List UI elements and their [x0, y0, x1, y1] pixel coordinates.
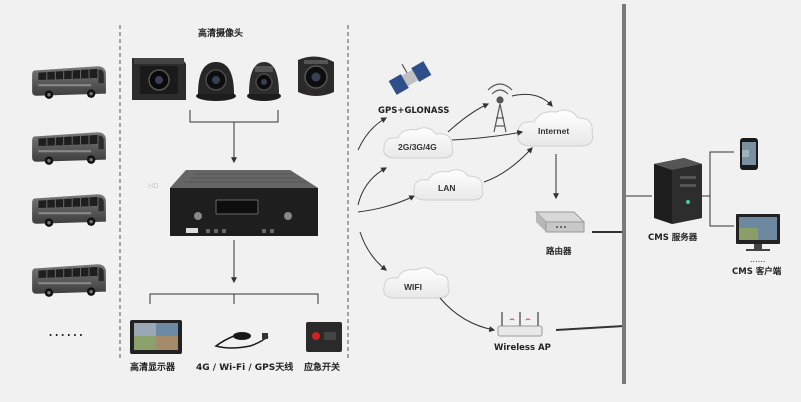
lan-cloud: LAN	[413, 169, 484, 201]
hd-display-icon	[130, 320, 182, 354]
cms-server-label: CMS 服务器	[648, 232, 698, 243]
cms-server-icon	[654, 158, 702, 224]
camera-bracket	[189, 110, 279, 164]
desktop-client-icon	[736, 214, 780, 251]
lan-label: LAN	[438, 183, 455, 193]
router-label: 路由器	[546, 246, 572, 257]
client-branch	[702, 151, 734, 227]
cms-client-label: CMS 客户端	[732, 266, 782, 277]
emergency-switch-icon	[306, 322, 342, 352]
box-camera-icon	[132, 58, 186, 100]
wifi-cloud: WIFI	[383, 267, 450, 299]
antenna-label: 4G / Wi-Fi / GPS天线	[196, 361, 293, 373]
ellipsis-right: ......	[750, 255, 765, 264]
wifi-label: WIFI	[404, 282, 422, 292]
bus-2	[31, 131, 107, 166]
mobile-client-icon	[740, 138, 758, 170]
internet-cloud: Internet	[517, 109, 594, 147]
wireless-ap-icon	[497, 312, 543, 337]
peripheral-bracket	[149, 240, 319, 304]
dvr-badge: HD	[148, 182, 159, 190]
server-backbone	[622, 4, 626, 384]
wireless-ap-label: Wireless AP	[494, 343, 551, 353]
gps-label: GPS+GLONASS	[378, 106, 449, 116]
dvr-comm-arrows	[357, 117, 416, 271]
network-arrows	[439, 93, 559, 333]
cellular-cloud: 2G/3G/4G	[383, 127, 454, 159]
bus-4	[31, 263, 107, 298]
emergency-switch-label: 应急开关	[304, 361, 340, 373]
gps-satellite-icon	[388, 61, 432, 95]
mini-dome-camera-icon	[247, 62, 281, 101]
mobile-dvr-icon	[170, 170, 318, 236]
internet-label: Internet	[538, 126, 569, 136]
antenna-icon	[214, 332, 269, 349]
bus-1	[31, 65, 107, 100]
dome-camera-icon	[196, 62, 236, 101]
router-icon	[534, 211, 586, 233]
hd-camera-label: 高清摄像头	[198, 27, 243, 39]
bus-3	[31, 193, 107, 228]
cellular-label: 2G/3G/4G	[398, 142, 437, 152]
ellipsis-left: ......	[48, 321, 85, 340]
side-camera-icon	[298, 56, 334, 96]
cell-tower-icon	[487, 83, 513, 133]
hd-display-label: 高清显示器	[130, 361, 176, 373]
ap-link	[555, 325, 625, 331]
